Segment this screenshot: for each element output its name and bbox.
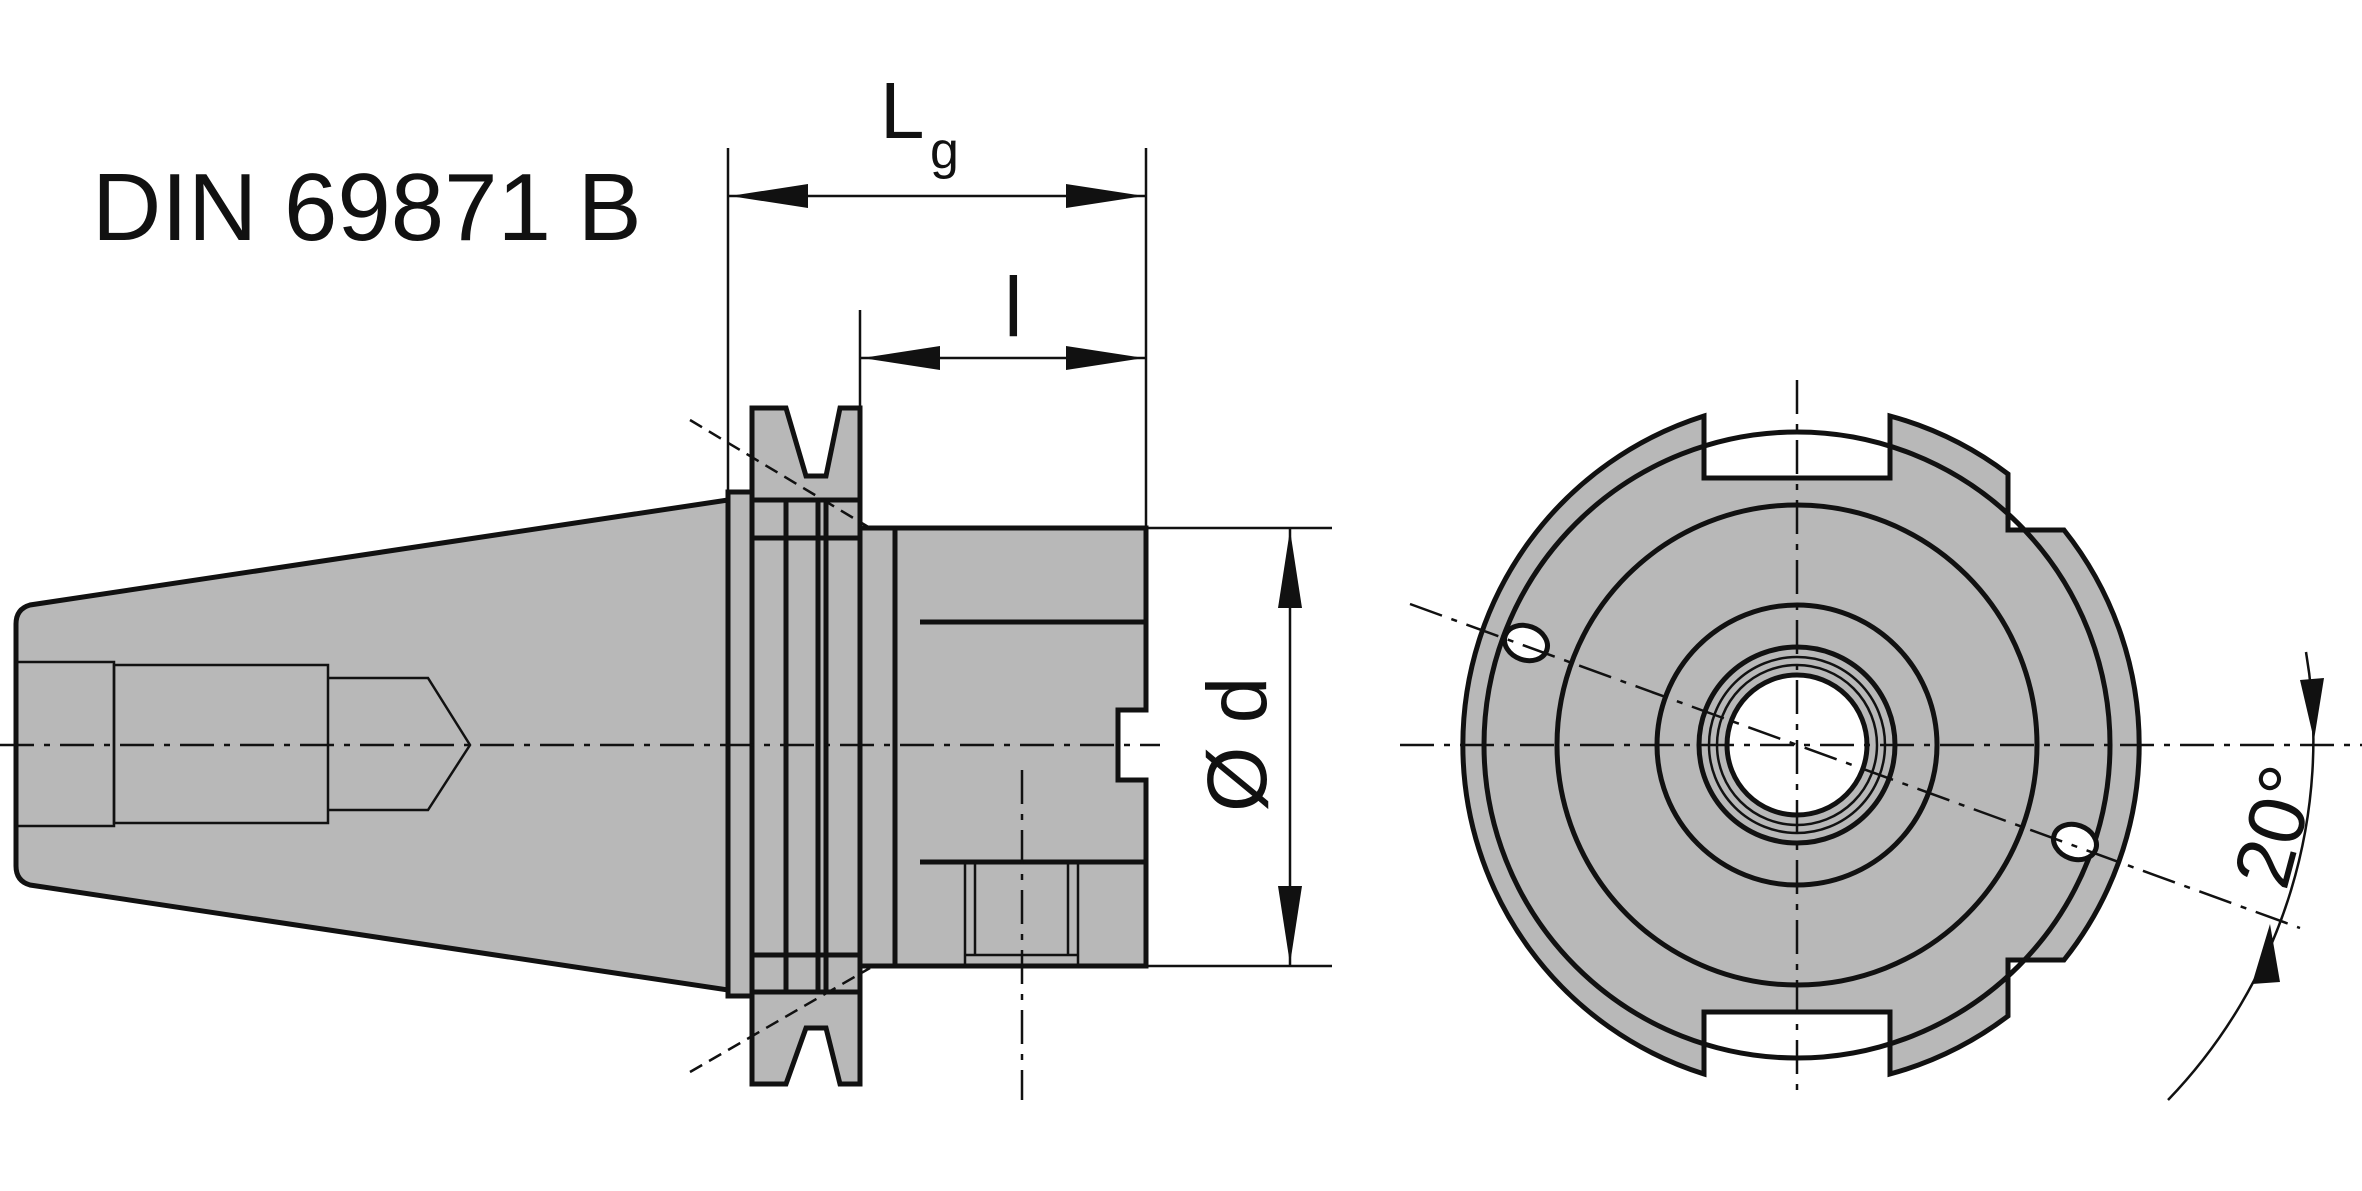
d-arrow-top <box>1278 530 1302 608</box>
orientation-hole-hidden-bottom <box>689 966 871 1074</box>
orientation-hole-left <box>1502 622 1550 664</box>
front-view <box>1400 380 2362 1100</box>
orientation-hole-hidden-top <box>689 418 871 530</box>
lg-label-main: L <box>880 66 925 155</box>
front-angled-centerline <box>1409 602 2301 930</box>
l-label: l <box>1004 260 1023 354</box>
d-arrow-bottom <box>1278 886 1302 964</box>
angle-arrow-top <box>2300 678 2324 740</box>
angle-label: 20° <box>2216 757 2333 897</box>
l-arrow-left <box>862 346 940 370</box>
cylindrical-nose <box>857 525 1149 969</box>
set-screw-hole <box>963 862 1080 966</box>
orientation-hole-right <box>2051 821 2099 863</box>
side-view <box>0 405 1160 1100</box>
angle-arrow-bottom <box>2252 924 2280 984</box>
lg-label-subscript: g <box>930 122 959 180</box>
angle-dimension: 20° <box>2167 651 2334 1101</box>
l-arrow-right <box>1066 346 1144 370</box>
d-label: Ø d <box>1190 677 1284 812</box>
dimension-lines: L g l Ø d <box>726 66 1332 968</box>
lg-arrow-right <box>1066 184 1144 208</box>
standard-title: DIN 69871 B <box>92 154 642 261</box>
lg-arrow-left <box>730 184 808 208</box>
